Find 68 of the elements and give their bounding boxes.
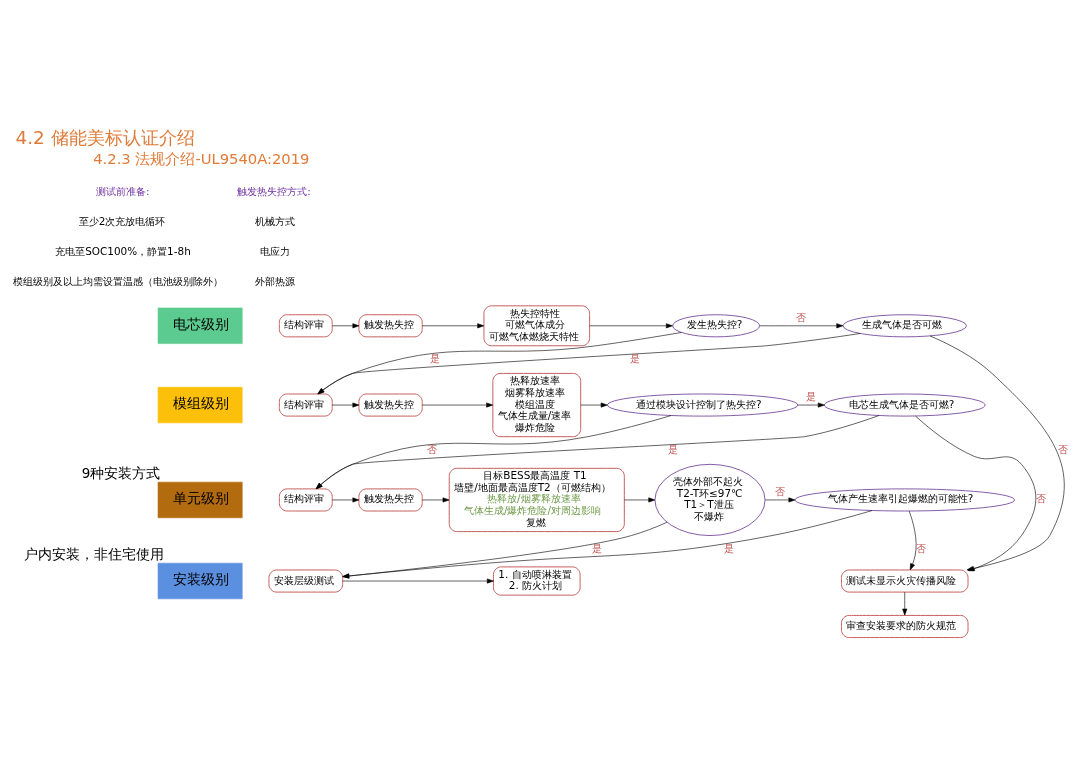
edge-label: 否 bbox=[426, 443, 437, 456]
edge-label: 否 bbox=[795, 310, 806, 323]
node-box: 触发热失控 bbox=[358, 393, 423, 417]
label: 4.2.3 法规介绍-UL9540A:2019 bbox=[93, 150, 310, 168]
arrow bbox=[589, 323, 673, 329]
label: 机械方式 bbox=[254, 214, 295, 227]
arrow bbox=[331, 402, 360, 408]
arrow bbox=[759, 323, 844, 329]
label: 充电至SOC100%，静置1-8h bbox=[55, 244, 191, 257]
label: 模组级别及以上均需设置温感（电池级别除外） bbox=[13, 275, 224, 288]
node-label: 户内安装，非住宅使用 bbox=[24, 546, 165, 563]
arrow bbox=[580, 402, 608, 408]
edge-label: 否 bbox=[1035, 492, 1046, 505]
node-ellipse: 通过模块设计控制了热失控? bbox=[607, 393, 799, 417]
node-box: 热失控特性 可燃气体成分 可燃气体燃烧天特性 bbox=[483, 305, 591, 347]
arrow bbox=[908, 510, 917, 571]
arrow bbox=[421, 402, 494, 408]
node-box: 热释放速率 烟雾释放速率 模组温度 气体生成量/速率 爆炸危险 bbox=[492, 372, 582, 438]
node-box: 审查安装要求的防火规范 bbox=[841, 614, 969, 638]
node-box: 目标BESS最高温度 T1 墙壁/地面最高温度T2（可燃结构） 热释放/烟雾释放速率 气体生成/爆炸危险/对周边影响 复燃 bbox=[448, 467, 625, 533]
arrow bbox=[765, 497, 796, 503]
arrow bbox=[342, 522, 668, 579]
node-box: 触发热失控 bbox=[358, 314, 423, 338]
edge-label: 是 bbox=[805, 389, 816, 402]
arrow bbox=[421, 323, 485, 329]
node-box: 结构评审 bbox=[278, 314, 333, 338]
edge-label: 是 bbox=[630, 352, 641, 365]
arrow bbox=[331, 497, 360, 503]
node-box: 结构评审 bbox=[278, 393, 333, 417]
edge-label: 否 bbox=[915, 541, 926, 554]
node-label: 9种安装方式 bbox=[81, 465, 161, 482]
arrow bbox=[797, 402, 825, 408]
arrow bbox=[342, 578, 494, 584]
node-ellipse: 气体产生速率引起爆燃的可能性? bbox=[794, 488, 1015, 512]
arrow bbox=[342, 510, 873, 579]
node-box: 结构评审 bbox=[278, 488, 333, 512]
node-ellipse: 电芯生成气体是否可燃? bbox=[823, 393, 986, 417]
node-box: 安装层级测试 bbox=[268, 569, 344, 593]
label: 电应力 bbox=[260, 244, 291, 257]
label: 外部热源 bbox=[254, 275, 295, 288]
node-box: 安装级别 bbox=[157, 562, 243, 600]
label: 触发热失控方式: bbox=[237, 184, 311, 197]
arrow bbox=[315, 415, 880, 490]
arrow bbox=[317, 332, 682, 395]
diagram-title: 4.2 储能美标认证介绍 bbox=[15, 126, 195, 148]
node-box: 电芯级别 bbox=[157, 307, 243, 344]
node-ellipse: 生成气体是否可燃 bbox=[842, 314, 967, 338]
edge-label: 是 bbox=[724, 541, 735, 554]
label: 至少2次充放电循环 bbox=[78, 214, 166, 227]
arrow bbox=[315, 415, 672, 490]
arrow bbox=[317, 333, 861, 395]
arrow bbox=[331, 323, 360, 329]
node-box: 单元级别 bbox=[157, 481, 243, 519]
node-ellipse: 发生热失控? bbox=[672, 314, 761, 338]
arrow bbox=[624, 497, 656, 503]
label: 测试前准备: bbox=[96, 184, 150, 197]
node-box: 模组级别 bbox=[157, 386, 243, 424]
edge-label: 是 bbox=[668, 443, 679, 456]
edge-label: 是 bbox=[429, 352, 440, 365]
node-box: 1. 自动喷淋装置 2. 防火计划 bbox=[493, 566, 581, 596]
arrow bbox=[421, 497, 450, 503]
edge-label: 否 bbox=[1058, 443, 1069, 456]
node-ellipse: 壳体外部不起火 T2-T环≤97℃ T1＞T泄压 不爆炸 bbox=[654, 463, 766, 536]
node-box: 触发热失控 bbox=[358, 488, 423, 512]
arrow bbox=[902, 591, 908, 616]
node-box: 测试未显示火灾传播风险 bbox=[841, 569, 969, 593]
edge-label: 否 bbox=[774, 484, 785, 497]
edge-label: 是 bbox=[592, 541, 603, 554]
